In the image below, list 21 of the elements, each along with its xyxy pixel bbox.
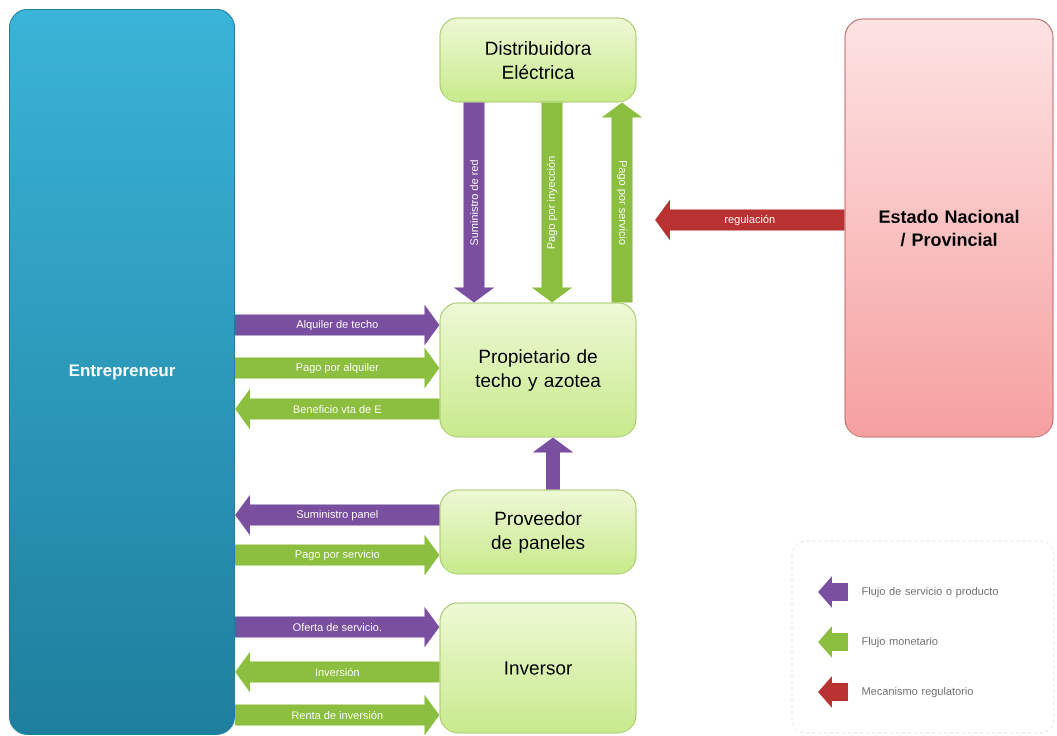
entity-box: Distribuidora Eléctrica (439, 17, 637, 103)
edge-label: Suministro de red (469, 160, 479, 246)
entity-box: Propietario de techo y azotea (439, 302, 637, 438)
edge-label: Pago por inyección (546, 156, 558, 249)
edge-label: Beneficio vta de E (293, 404, 382, 414)
entity-box: Entrepreneur (9, 9, 235, 735)
entity-box: Estado Nacional / Provincial (844, 18, 1054, 438)
edge-label: Pago por alquiler (296, 362, 379, 374)
legend-text: Mecanismo regulatorio (862, 686, 973, 698)
entity-box: Inversor (439, 602, 637, 734)
edge-label: Pago por servicio (295, 549, 380, 561)
edge-label: Oferta de servicio. (293, 622, 381, 632)
edge-label: Renta de inversión (292, 710, 383, 720)
entity-box: Proveedor de paneles (439, 489, 637, 575)
edge-label: Alquiler de techo (296, 319, 378, 331)
legend-text: Flujo monetario (862, 636, 938, 648)
edge-label: Pago por servicio (616, 160, 628, 245)
edge-label: Suministro panel (296, 509, 378, 521)
edge-label: regulación (725, 214, 775, 226)
edge-label: Inversión (315, 667, 359, 677)
legend-text: Flujo de servicio o producto (862, 586, 998, 598)
